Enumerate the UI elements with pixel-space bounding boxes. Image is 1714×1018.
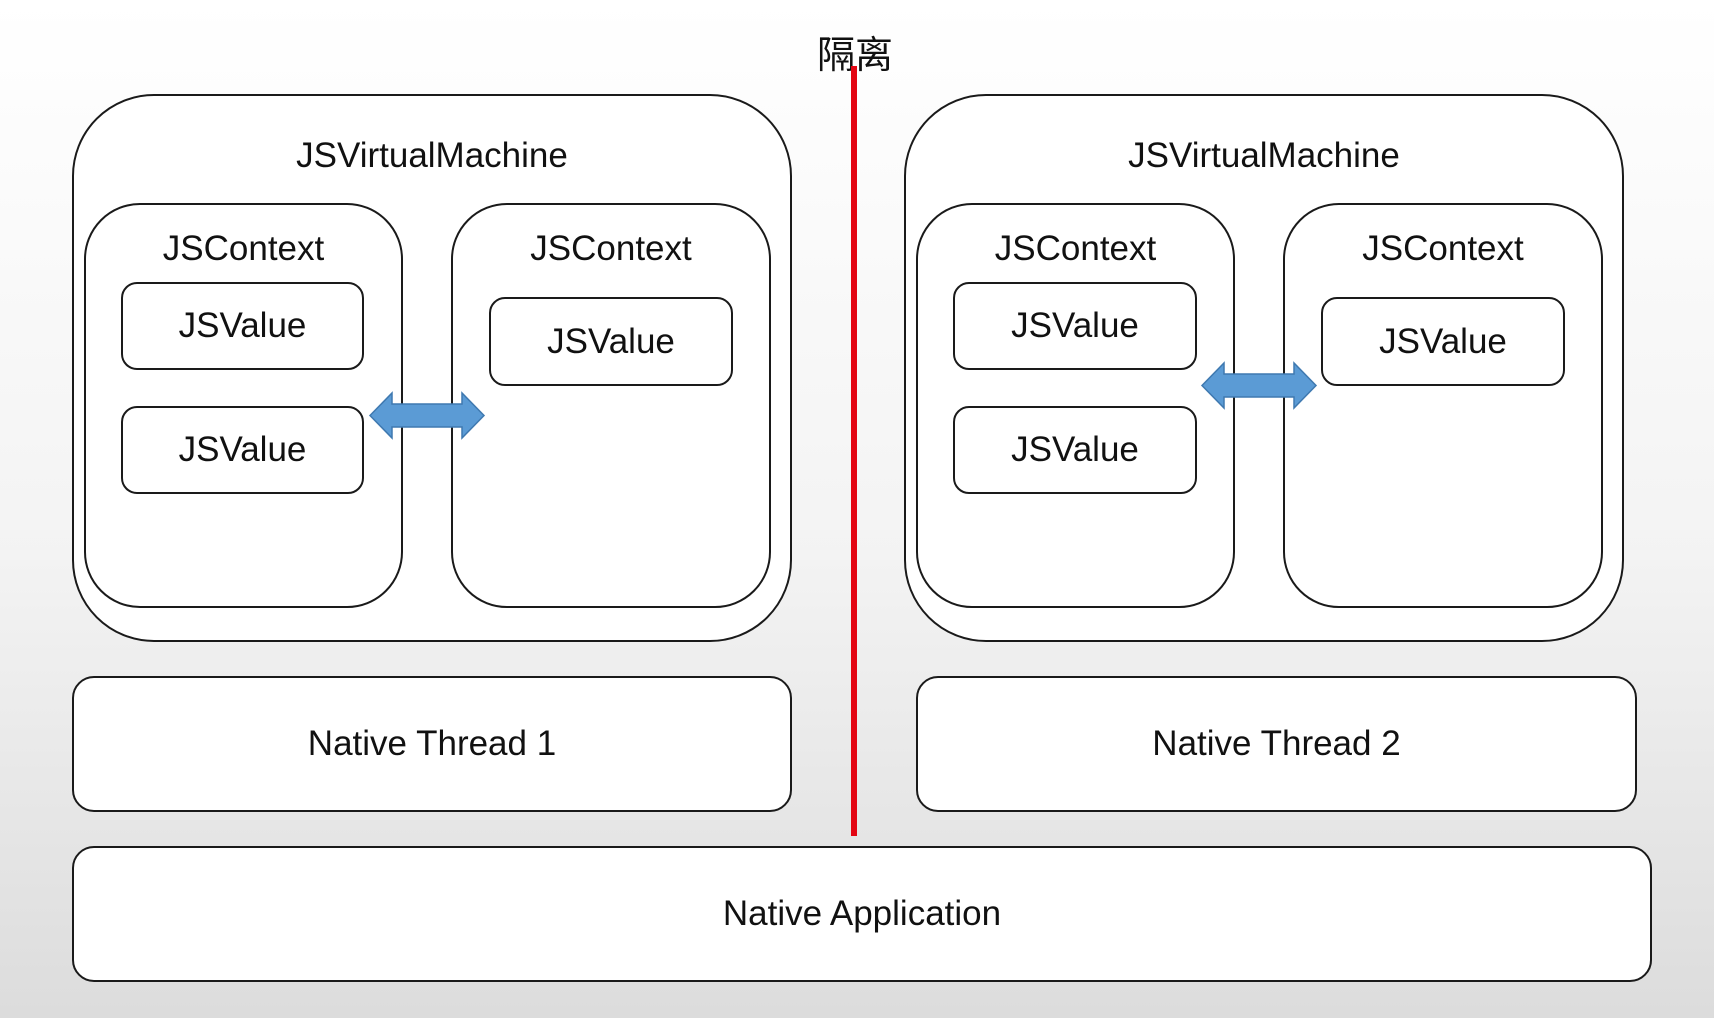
left-context-b: JSContext <box>451 203 771 608</box>
value-label: JSValue <box>1011 306 1139 345</box>
native-application-label: Native Application <box>722 894 1002 933</box>
right-context-a-value-2: JSValue <box>953 406 1197 494</box>
native-thread-2-label: Native Thread 2 <box>1152 724 1401 763</box>
isolation-divider <box>851 66 857 836</box>
right-vm-label: JSVirtualMachine <box>1128 136 1400 175</box>
value-label: JSValue <box>1011 430 1139 469</box>
native-thread-2: Native Thread 2 <box>916 676 1637 812</box>
native-application: Native Application <box>72 846 1652 982</box>
left-context-a-value-2: JSValue <box>121 406 364 494</box>
left-context-a-label: JSContext <box>162 229 325 268</box>
value-label: JSValue <box>1379 321 1507 361</box>
right-bidirectional-arrow <box>1200 361 1318 410</box>
right-context-a: JSContext <box>916 203 1235 608</box>
value-label: JSValue <box>178 430 307 469</box>
right-context-a-label: JSContext <box>994 229 1157 268</box>
native-thread-1: Native Thread 1 <box>72 676 792 812</box>
left-bidirectional-arrow <box>368 391 486 440</box>
right-context-b-value-1: JSValue <box>1321 297 1565 386</box>
native-thread-1-label: Native Thread 1 <box>307 724 557 763</box>
right-context-a-value-1: JSValue <box>953 282 1197 370</box>
right-context-b: JSContext <box>1283 203 1603 608</box>
right-context-b-label: JSContext <box>1362 229 1524 268</box>
left-vm-label: JSVirtualMachine <box>296 136 568 175</box>
value-label: JSValue <box>178 306 307 345</box>
left-context-b-label: JSContext <box>530 229 692 268</box>
left-context-a-value-1: JSValue <box>121 282 364 370</box>
value-label: JSValue <box>547 321 675 361</box>
left-context-b-value-1: JSValue <box>489 297 733 386</box>
